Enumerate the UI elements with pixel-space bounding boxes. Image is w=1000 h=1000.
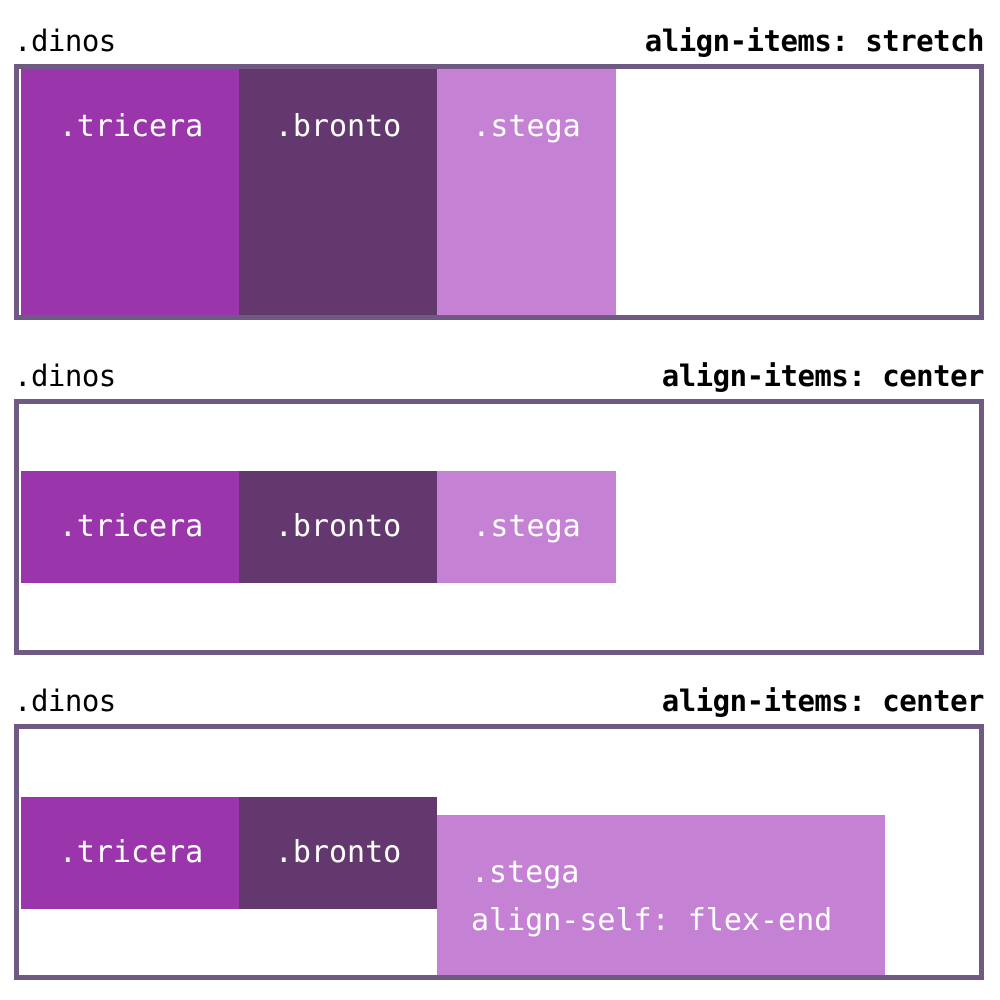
item-bronto: .bronto bbox=[239, 69, 437, 315]
item-tricera: .tricera bbox=[21, 797, 241, 909]
item-label: .tricera bbox=[58, 835, 204, 870]
item-tricera: .tricera bbox=[21, 471, 241, 583]
item-label: .bronto bbox=[274, 509, 402, 544]
property-label: align-items: center bbox=[661, 684, 985, 718]
flex-container: .tricera .bronto .stega bbox=[14, 64, 984, 320]
item-label: .tricera bbox=[58, 109, 204, 144]
property-label: align-items: center bbox=[661, 359, 985, 393]
section-stretch: .dinos align-items: stretch .tricera .br… bbox=[14, 0, 985, 325]
item-stega: .stega bbox=[437, 471, 616, 583]
item-bronto: .bronto bbox=[239, 471, 437, 583]
container-label: .dinos bbox=[14, 359, 116, 393]
flex-container: .tricera .bronto .stega bbox=[14, 399, 984, 655]
section-center: .dinos align-items: center .tricera .bro… bbox=[14, 335, 985, 660]
item-label: .stega bbox=[471, 855, 580, 890]
flex-container: .tricera .bronto .stega align-self: flex… bbox=[14, 724, 984, 980]
item-label: .bronto bbox=[274, 109, 402, 144]
container-label: .dinos bbox=[14, 684, 116, 718]
item-bronto: .bronto bbox=[239, 797, 437, 909]
item-label: .stega bbox=[472, 509, 581, 544]
item-extra-label: align-self: flex-end bbox=[471, 903, 833, 938]
item-label: .tricera bbox=[58, 509, 204, 544]
item-stega: .stega align-self: flex-end bbox=[437, 815, 885, 975]
item-label: .stega bbox=[472, 109, 581, 144]
section-label-row: .dinos align-items: center bbox=[14, 678, 985, 718]
section-align-self: .dinos align-items: center .tricera .bro… bbox=[14, 660, 985, 990]
item-tricera: .tricera bbox=[21, 69, 241, 315]
section-label-row: .dinos align-items: center bbox=[14, 353, 985, 393]
property-label: align-items: stretch bbox=[644, 24, 985, 58]
section-label-row: .dinos align-items: stretch bbox=[14, 18, 985, 58]
item-label: .bronto bbox=[274, 835, 402, 870]
container-label: .dinos bbox=[14, 24, 116, 58]
item-stega: .stega bbox=[437, 69, 616, 315]
